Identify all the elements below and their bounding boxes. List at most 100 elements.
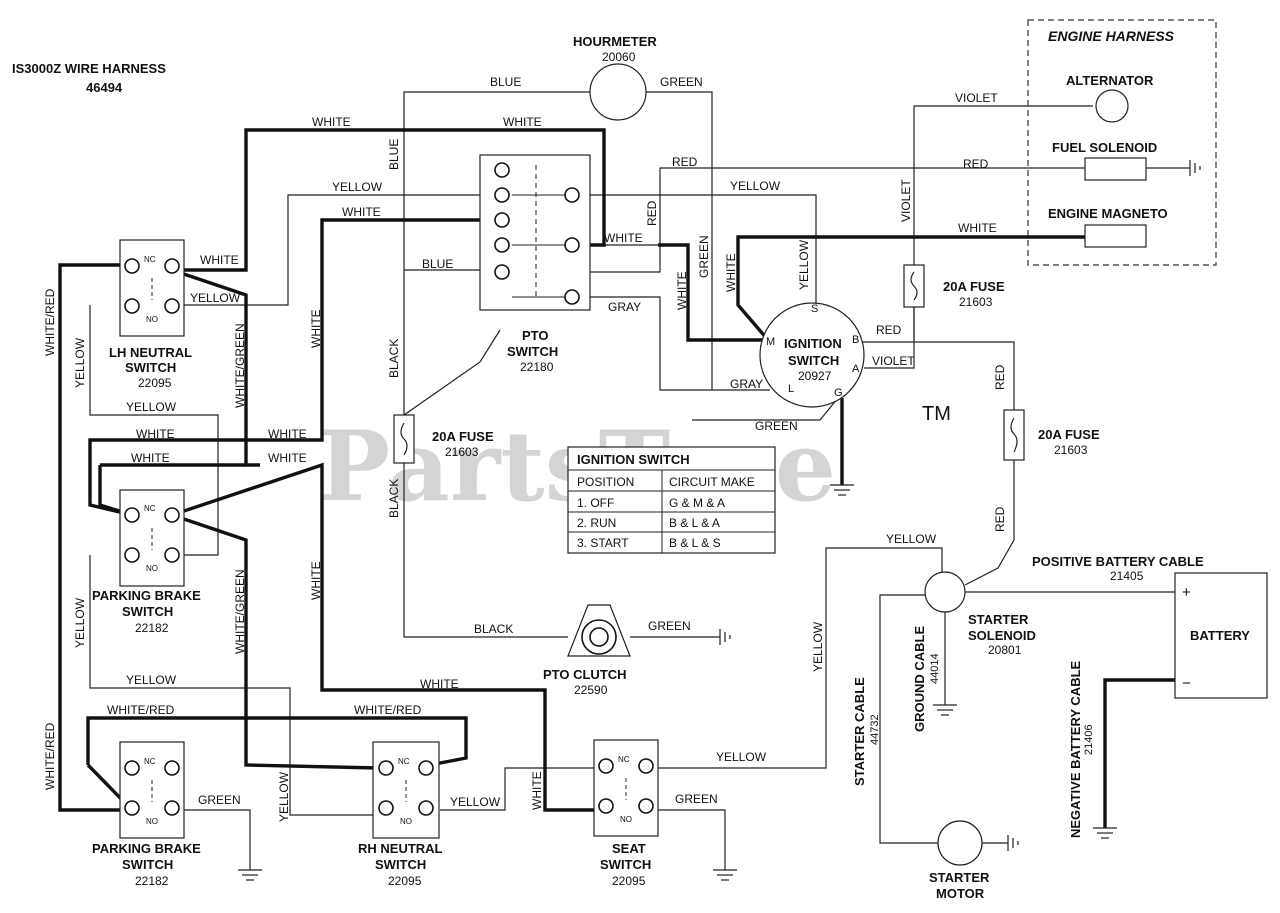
positive-cable-part: 21405 (1110, 569, 1144, 583)
wire-label-red-top: RED (672, 155, 698, 169)
parking-brake-upper-part: 22182 (135, 621, 169, 635)
fuse-solenoid-label: 20A FUSE (1038, 427, 1100, 442)
wire-label-yellow-ignition: YELLOW (730, 179, 781, 193)
wire-label-white-mid-4: WHITE (268, 451, 307, 465)
wire-label-white-red-vertical-2: WHITE/RED (43, 722, 57, 790)
starter-cable-label: STARTER CABLE (852, 677, 867, 786)
seat-switch-part: 22095 (612, 874, 646, 888)
wire-label-green-pb: GREEN (198, 793, 241, 807)
ignition-table-row-1-position: 1. OFF (577, 496, 614, 510)
parking-brake-upper-nc: NC (144, 504, 156, 513)
ignition-label-1: IGNITION (784, 336, 842, 351)
ignition-switch: IGNITION SWITCH 20927 S M B A L G (759, 302, 865, 408)
wire-label-black-clutch: BLACK (474, 622, 513, 636)
negative-cable-label: NEGATIVE BATTERY CABLE (1068, 660, 1083, 838)
pto-clutch: PTO CLUTCH 22590 (543, 604, 631, 697)
fuse-ignition-part: 21603 (959, 295, 993, 309)
starter-solenoid-label-1: STARTER (968, 612, 1029, 627)
hourmeter-label: HOURMETER (573, 34, 657, 49)
fuse-solenoid-part: 21603 (1054, 443, 1088, 457)
starter-motor-label-1: STARTER (929, 870, 990, 885)
fuse-pto-part: 21603 (445, 445, 479, 459)
wire-label-red-ignition: RED (876, 323, 902, 337)
pto-clutch-part: 22590 (574, 683, 608, 697)
hourmeter: HOURMETER 20060 (573, 34, 657, 121)
wire-label-white-pto-out: WHITE (604, 231, 643, 245)
fuel-solenoid-label: FUEL SOLENOID (1052, 140, 1157, 155)
starter-motor-label-2: MOTOR (936, 886, 985, 901)
parking-brake-upper-label-1: PARKING BRAKE (92, 588, 201, 603)
battery: BATTERY + − (1174, 572, 1268, 699)
lh-neutral-switch: NC NO LH NEUTRAL SWITCH 22095 (109, 239, 192, 390)
wire-label-violet-ignition: VIOLET (872, 354, 915, 368)
wire-label-green-ignition: GREEN (755, 419, 798, 433)
parking-brake-switch-upper: NC NO PARKING BRAKE SWITCH 22182 (92, 489, 201, 635)
battery-minus: − (1182, 675, 1191, 692)
wire-label-green-clutch: GREEN (648, 619, 691, 633)
wire-label-yellow-vertical-3: YELLOW (277, 771, 291, 822)
parking-brake-lower-part: 22182 (135, 874, 169, 888)
starter-cable-part: 44732 (869, 714, 881, 745)
engine-harness-title: ENGINE HARNESS (1048, 28, 1175, 44)
wire-label-yellow-vertical-s: YELLOW (797, 239, 811, 290)
starter-solenoid-label-2: SOLENOID (968, 628, 1036, 643)
wire-label-green-vertical: GREEN (697, 235, 711, 278)
rh-neutral-label-1: RH NEUTRAL (358, 841, 443, 856)
seat-switch: NC NO SEAT SWITCH 22095 (593, 739, 659, 888)
wire-label-yellow-vertical-4: YELLOW (811, 621, 825, 672)
battery-plus: + (1182, 584, 1191, 601)
hourmeter-part: 20060 (602, 50, 636, 64)
parking-brake-lower-nc: NC (144, 757, 156, 766)
wire-label-red-fuel: RED (963, 157, 989, 171)
wire-label-white-lower: WHITE (420, 677, 459, 691)
ignition-label-2: SWITCH (788, 353, 839, 368)
wire-label-yellow-lh: YELLOW (190, 291, 241, 305)
fuel-solenoid: FUEL SOLENOID (1052, 140, 1201, 181)
pto-switch-part: 22180 (520, 360, 554, 374)
battery-label: BATTERY (1190, 628, 1250, 643)
seat-switch-label-1: SEAT (612, 841, 646, 856)
watermark-tm: TM (922, 403, 951, 425)
lh-neutral-label-2: SWITCH (125, 360, 176, 375)
positive-cable-label: POSITIVE BATTERY CABLE (1032, 554, 1204, 569)
pto-switch-label-1: PTO (522, 328, 549, 343)
wire-label-white-vertical-3: WHITE (309, 309, 323, 348)
ground-cable-label: GROUND CABLE (912, 626, 927, 732)
engine-magneto: ENGINE MAGNETO (1048, 206, 1168, 248)
wire-label-yellow-seat: YELLOW (716, 750, 767, 764)
wire-label-white-top-2: WHITE (503, 115, 542, 129)
wire-label-white-green-2: WHITE/GREEN (233, 569, 247, 654)
parking-brake-switch-lower: NC NO PARKING BRAKE SWITCH 22182 (92, 741, 201, 888)
wire-label-blue-pto: BLUE (422, 257, 453, 271)
wire-label-yellow-rh: YELLOW (450, 795, 501, 809)
wire-label-green-seat: GREEN (675, 792, 718, 806)
wire-label-black-vertical-2: BLACK (387, 479, 401, 518)
ignition-terminal-s: S (811, 303, 818, 315)
wire-label-white-vertical-4: WHITE (309, 561, 323, 600)
lh-neutral-label-1: LH NEUTRAL (109, 345, 192, 360)
starter-solenoid-part: 20801 (988, 643, 1022, 657)
wire-label-yellow-pto: YELLOW (332, 180, 383, 194)
wire-label-gray-pto: GRAY (608, 300, 641, 314)
parking-brake-upper-label-2: SWITCH (122, 604, 173, 619)
wire-label-white-vertical-1: WHITE (675, 271, 689, 310)
ignition-table-header-position: POSITION (577, 475, 634, 489)
starter-motor: STARTER MOTOR (929, 820, 1019, 901)
seat-switch-no: NO (620, 815, 632, 824)
ignition-terminal-g: G (834, 387, 843, 399)
wire-label-white-red-lower-1: WHITE/RED (107, 703, 175, 717)
negative-cable-part: 21406 (1083, 724, 1095, 755)
pto-switch-label-2: SWITCH (507, 344, 558, 359)
wire-label-violet-alternator: VIOLET (955, 91, 998, 105)
lh-neutral-nc: NC (144, 255, 156, 264)
ignition-table: IGNITION SWITCH POSITION CIRCUIT MAKE 1.… (567, 446, 776, 554)
wire-label-white-green-1: WHITE/GREEN (233, 323, 247, 408)
wire-label-white-vertical-5: WHITE (530, 771, 544, 810)
wire-label-violet-vertical: VIOLET (899, 179, 913, 222)
wire-label-green-hourmeter: GREEN (660, 75, 703, 89)
wire-label-yellow-solenoid: YELLOW (886, 532, 937, 546)
ground-symbols (238, 484, 1117, 881)
ground-cable-part: 44014 (929, 653, 941, 684)
ignition-table-row-3-position: 3. START (577, 536, 629, 550)
wire-label-black-vertical-1: BLACK (387, 339, 401, 378)
